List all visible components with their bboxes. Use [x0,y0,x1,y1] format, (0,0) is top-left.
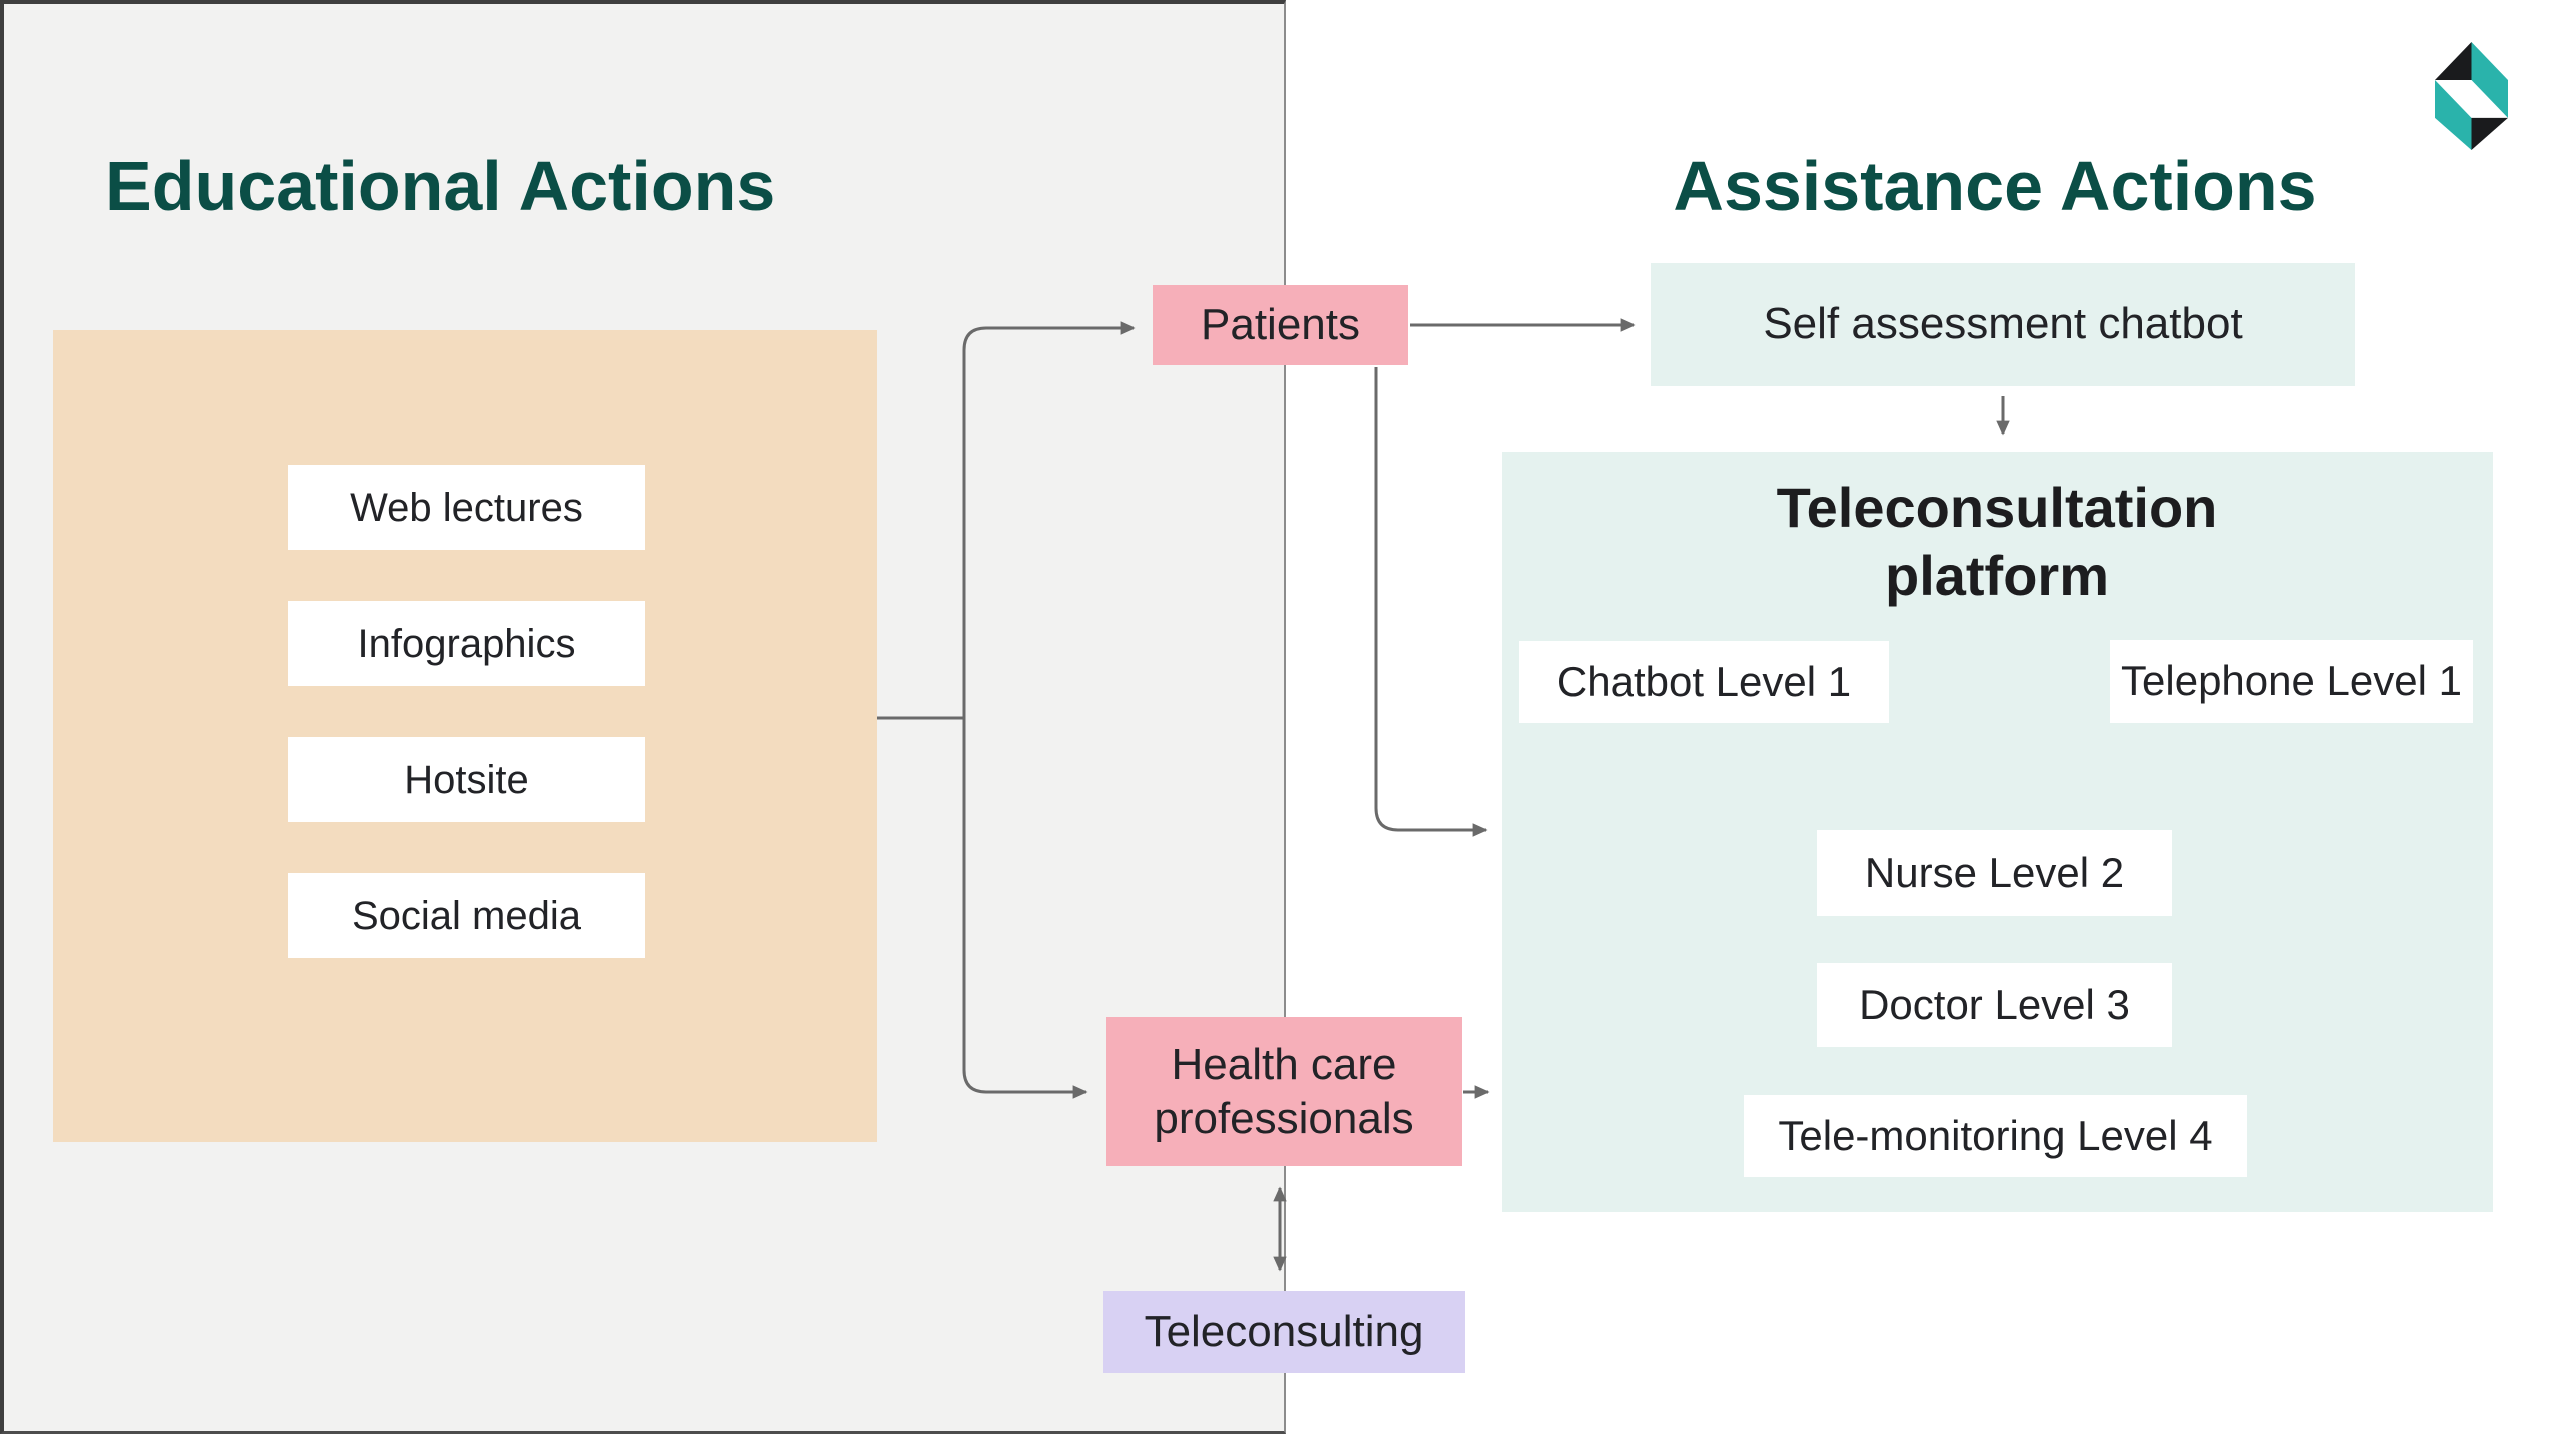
teleconsultation-platform-title: Teleconsultation platform [1776,476,2218,607]
telephone-level-1-node: Telephone Level 1 [2110,640,2473,723]
edu-item-hotsite: Hotsite [288,737,645,822]
connector-patients-to-platform [1374,367,1488,837]
educational-actions-title: Educational Actions [105,147,776,225]
health-care-professionals-node: Health care professionals [1106,1017,1462,1166]
edu-item-web-lectures: Web lectures [288,465,645,550]
self-assessment-chatbot-node: Self assessment chatbot [1651,263,2355,386]
chatbot-level-1-node: Chatbot Level 1 [1519,641,1889,723]
nurse-level-2-node: Nurse Level 2 [1817,830,2172,916]
educational-media-container [53,330,877,1142]
hexagon-logo-icon [2435,42,2508,150]
tele-monitoring-level-4-node: Tele-monitoring Level 4 [1744,1095,2247,1177]
teleconsulting-node: Teleconsulting [1103,1291,1465,1373]
edu-item-social-media: Social media [288,873,645,958]
assistance-actions-title: Assistance Actions [1673,147,2317,225]
edu-item-infographics: Infographics [288,601,645,686]
doctor-level-3-node: Doctor Level 3 [1817,963,2172,1047]
patients-node: Patients [1153,285,1408,365]
